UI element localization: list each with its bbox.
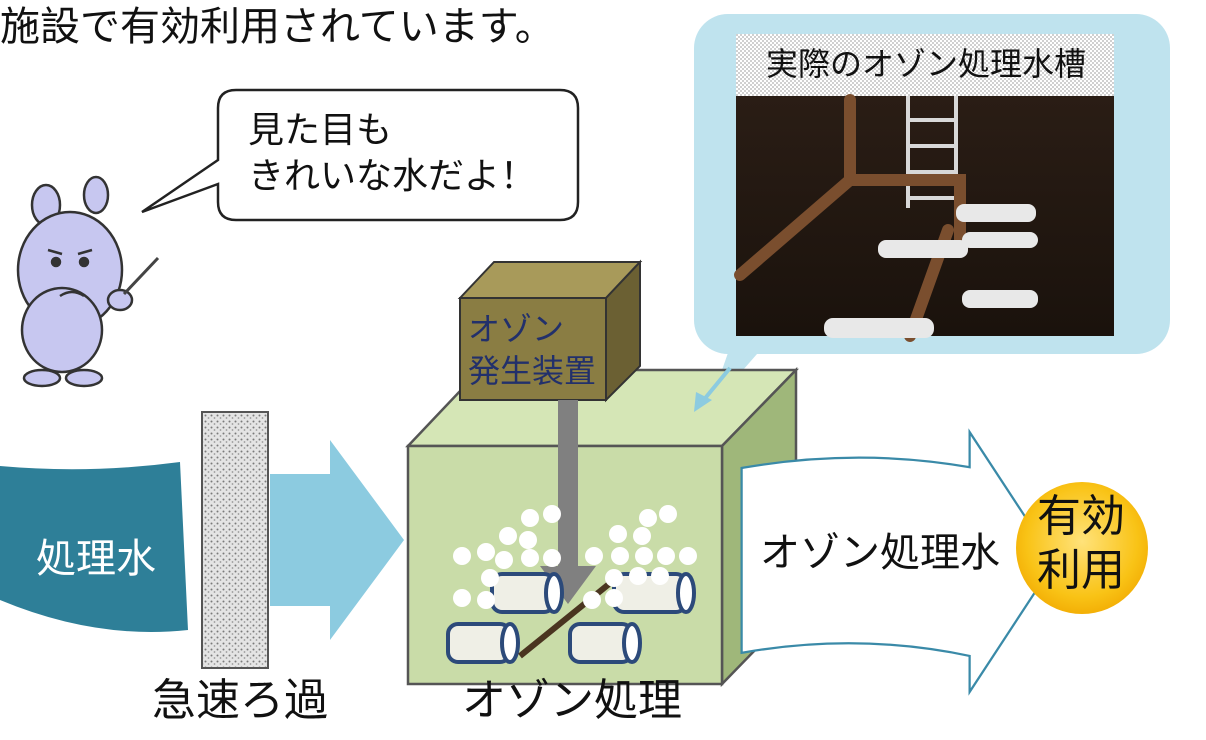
diffusers xyxy=(446,572,696,664)
treated-water-arrow xyxy=(0,462,188,632)
treated-water-label: 処理水 xyxy=(36,536,156,582)
ozone-bubbles xyxy=(453,505,697,609)
ozone-generator-label-line-1: オゾン xyxy=(468,310,565,348)
diffuser-end xyxy=(544,572,564,614)
hippo-right-eye xyxy=(78,256,90,268)
hippo-body xyxy=(20,286,104,374)
diffuser xyxy=(612,572,688,614)
diffuser-pipe xyxy=(518,577,616,659)
photo-title-bar xyxy=(736,34,1114,96)
diffuser-end xyxy=(676,572,696,614)
hippo-mascot xyxy=(16,175,160,388)
photo-title: 実際のオゾン処理水槽 xyxy=(765,45,1086,83)
ozone-water-arrow-inner xyxy=(742,435,1054,689)
hippo-left-foot xyxy=(22,368,62,388)
hippo-left-eye xyxy=(50,256,62,268)
ozone-generator xyxy=(457,259,643,403)
effective-use-label: 有効 利用 xyxy=(1028,490,1134,598)
hippo-right-brow xyxy=(77,248,93,256)
effective-use-circle xyxy=(1016,482,1148,614)
ozone-generator-label-line-2: 発生装置 xyxy=(468,352,597,390)
hippo-hand xyxy=(106,288,134,312)
hippo-right-ear xyxy=(82,175,110,215)
filtered-flow-arrow xyxy=(270,440,404,640)
photo-callout xyxy=(694,14,1170,410)
header-text: 施設で有効利用されています。 xyxy=(0,4,555,50)
ozone-treatment-label: オゾン処理 xyxy=(462,675,682,726)
speech-line-1: 見た目も xyxy=(248,110,393,151)
speech-line-2: きれいな水だよ！ xyxy=(248,156,537,197)
photo-pointer-head xyxy=(694,392,712,412)
hippo-mouth xyxy=(59,290,85,298)
diffuser-end xyxy=(500,622,520,664)
rapid-filtration-label: 急速ろ過 xyxy=(152,675,328,726)
effective-use-line-1: 有効 xyxy=(1037,491,1125,542)
photo-pointer-line xyxy=(700,366,732,404)
photo-ladder xyxy=(906,96,958,208)
effective-use-line-2: 利用 xyxy=(1037,545,1125,596)
speech-bubble-text: 見た目も きれいな水だよ！ xyxy=(248,108,536,200)
speech-bubble xyxy=(141,88,580,222)
hippo-right-foot xyxy=(64,368,104,388)
hippo-left-brow xyxy=(47,248,63,256)
hippo-pointer xyxy=(122,256,160,296)
photo-diffusers xyxy=(824,204,1038,338)
ozone-generator-label: オゾン 発生装置 xyxy=(468,308,608,392)
diffuser-end xyxy=(622,622,642,664)
ozone-treated-water-label: オゾン処理水 xyxy=(760,530,1000,576)
rapid-filter xyxy=(201,411,269,669)
